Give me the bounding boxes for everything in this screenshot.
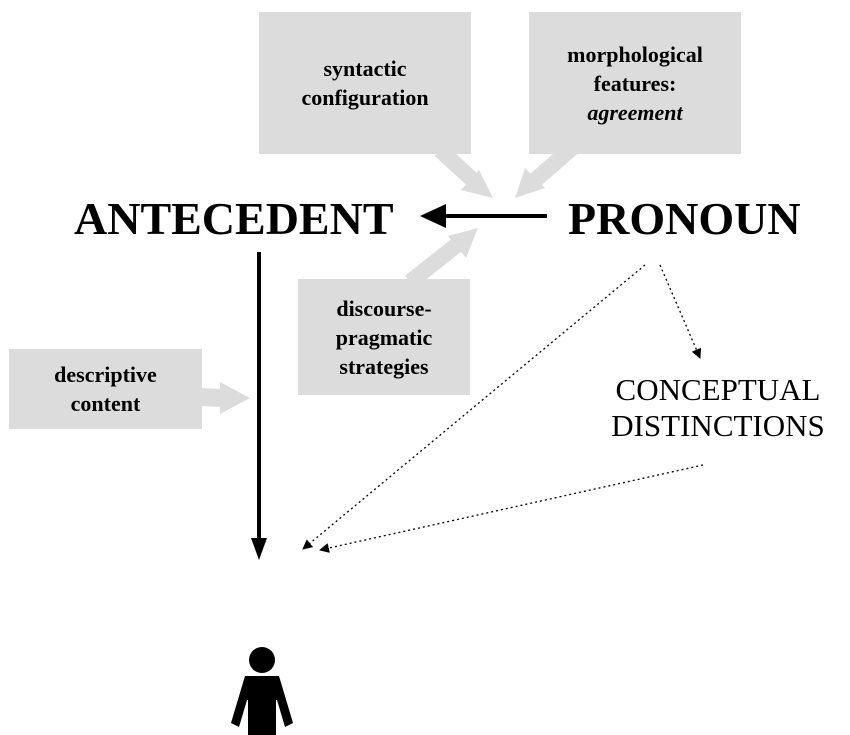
person-icon [231, 647, 293, 735]
discourse-line3: strategies [339, 353, 429, 379]
discourse-line2: pragmatic [335, 324, 433, 350]
dotted-arrow-pronoun-to-conceptual [659, 264, 702, 359]
box-discourse-pragmatic: discourse- pragmatic strategies [298, 279, 470, 395]
box-morphological-features: morphological features: agreement [529, 12, 741, 154]
box-descriptive-content: descriptive content [9, 349, 202, 429]
arrow-pronoun-to-antecedent [420, 204, 547, 228]
pronoun-label: PRONOUN [568, 193, 801, 244]
syntactic-line1: syntactic [323, 56, 407, 81]
gray-arrow-discourse [405, 228, 478, 289]
morphological-line2: features: [593, 70, 677, 96]
descriptive-line1: descriptive [54, 362, 157, 387]
gray-arrow-syntactic [434, 144, 493, 198]
syntactic-line2: configuration [301, 85, 429, 110]
morphological-line1: morphological [567, 41, 703, 67]
gray-arrow-morphological [515, 141, 578, 198]
box-syntactic-configuration: syntactic configuration [259, 12, 471, 154]
dotted-arrow-pronoun-to-referent [302, 264, 646, 550]
discourse-line1: discourse- [336, 295, 432, 321]
morphological-line3: agreement [587, 99, 683, 125]
descriptive-line2: content [70, 391, 141, 416]
conceptual-distinctions-label: CONCEPTUAL DISTINCTIONS [592, 372, 844, 444]
antecedent-label: ANTECEDENT [74, 193, 394, 244]
arrow-antecedent-to-referent [251, 252, 267, 560]
gray-arrow-descriptive [199, 382, 250, 414]
conceptual-line2: DISTINCTIONS [611, 408, 825, 443]
conceptual-line1: CONCEPTUAL [615, 372, 821, 407]
dotted-arrow-conceptual-to-referent [319, 464, 704, 553]
